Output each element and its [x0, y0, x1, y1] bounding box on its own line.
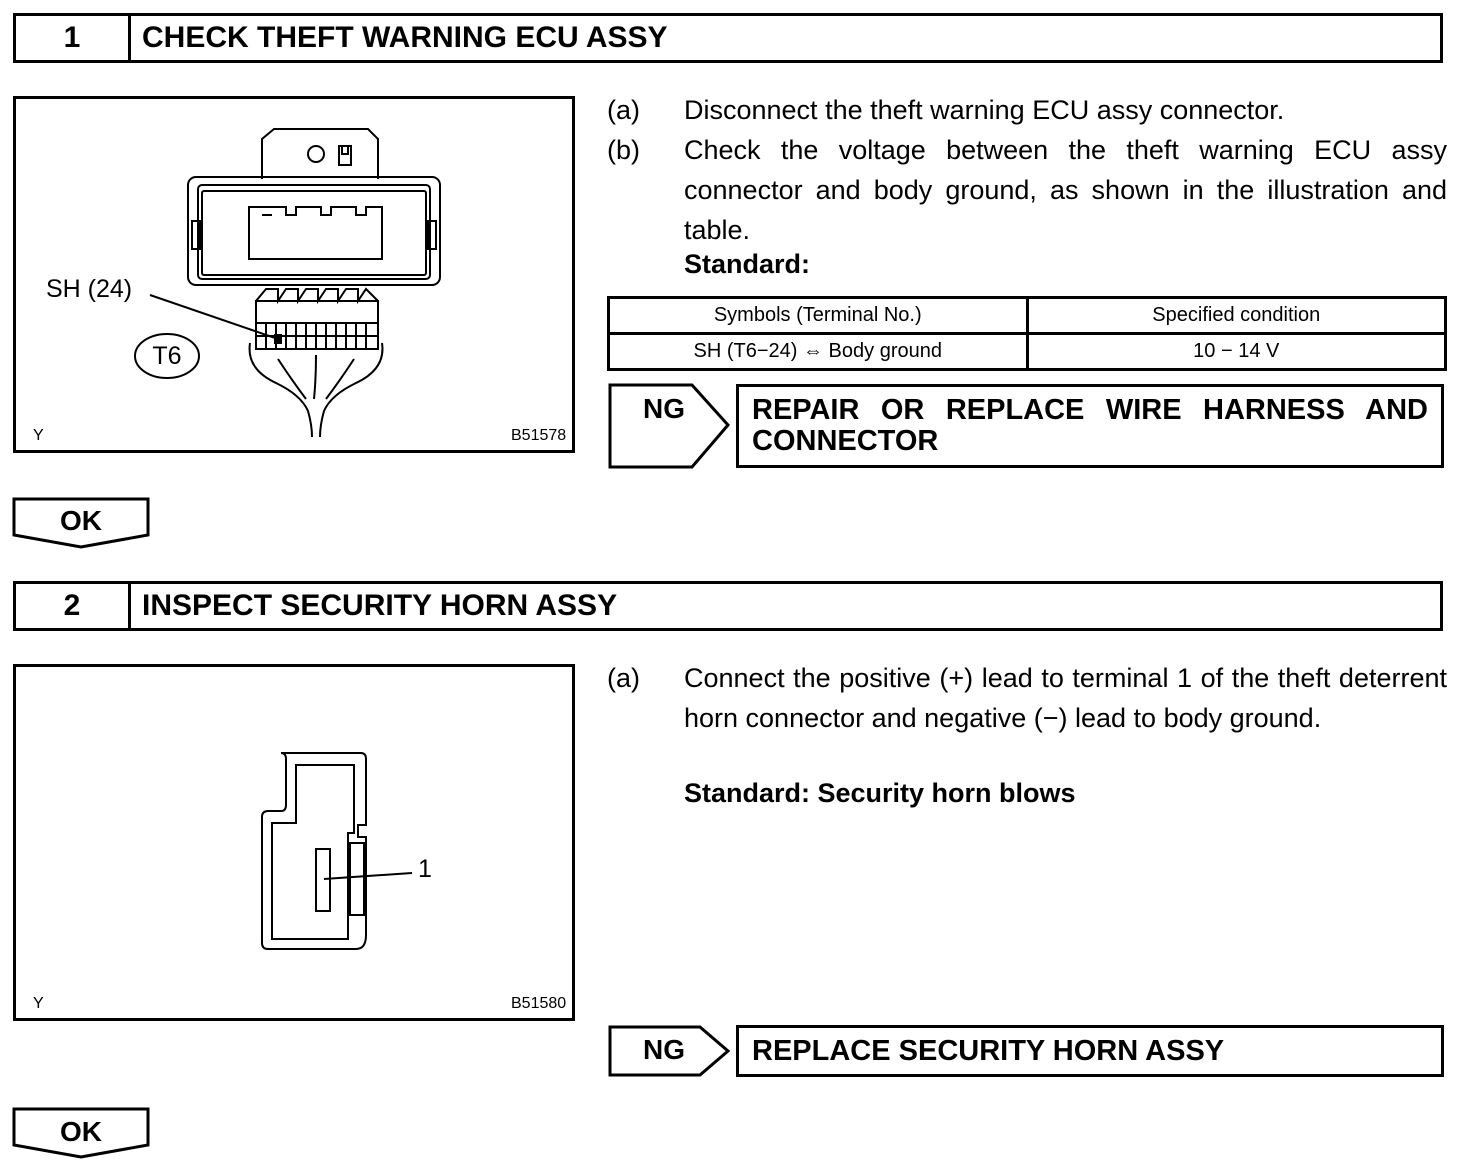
spec-table: Symbols (Terminal No.) Specified conditi… [607, 296, 1447, 371]
step-1-illustration: SH (24) T6 Y B51578 [13, 96, 575, 453]
ok-label: OK [60, 1116, 102, 1147]
connector-label: T6 [152, 342, 182, 370]
ecu-connector-drawing [134, 128, 441, 438]
terminal-label: 1 [418, 855, 432, 883]
step-2-title: INSPECT SECURITY HORN ASSY [142, 589, 618, 622]
table-header-row: Symbols (Terminal No.) Specified conditi… [607, 296, 1447, 335]
ng-action-box: REPLACE SECURITY HORN ASSY [736, 1025, 1444, 1077]
step-2-header: 2 INSPECT SECURITY HORN ASSY [13, 581, 1443, 631]
step-1-number: 1 [16, 16, 131, 60]
ok-arrow-shape [12, 1107, 150, 1159]
horn-connector-drawing [261, 752, 413, 950]
step-1-title: CHECK THEFT WARNING ECU ASSY [142, 21, 668, 54]
instruction-item: (a) Disconnect the theft warning ECU ass… [607, 90, 1447, 130]
table-header: Symbols (Terminal No.) [607, 296, 1029, 335]
figure-code: B51580 [511, 995, 567, 1012]
instruction-text: Check the voltage between the theft warn… [684, 135, 1447, 245]
instruction-text: Disconnect the theft warning ECU assy co… [684, 95, 1285, 125]
instruction-item: (a) Connect the positive (+) lead to ter… [607, 658, 1447, 778]
ng-action-box: REPAIR OR REPLACE WIRE HARNESS AND CONNE… [736, 384, 1444, 468]
step-1-header: 1 CHECK THEFT WARNING ECU ASSY [13, 13, 1443, 63]
figure-code: B51578 [511, 427, 567, 444]
instruction-label: (b) [607, 135, 640, 165]
instruction-item: (b) Check the voltage between the theft … [607, 130, 1447, 250]
table-cell: 10 − 14 V [1025, 332, 1447, 371]
table-row: SH (T6−24) ⇔ Body ground 10 − 14 V [607, 332, 1447, 371]
ng-arrow-shape [608, 1025, 731, 1077]
ok-arrow: OK [12, 497, 152, 556]
table-cell: SH (T6−24) ⇔ Body ground [607, 332, 1029, 371]
ng-arrow: NG [608, 383, 732, 474]
ng-label: NG [643, 1034, 685, 1065]
ok-arrow: OK [12, 1107, 152, 1166]
ok-label: OK [60, 505, 102, 536]
ng-arrow-shape [608, 383, 730, 469]
instruction-label: (a) [607, 95, 640, 125]
ng-arrow: NG [608, 1025, 732, 1082]
instruction-text: Connect the positive (+) lead to termina… [684, 663, 1447, 733]
ok-arrow-shape [12, 497, 150, 549]
step-2-number: 2 [16, 584, 131, 628]
corner-letter: Y [33, 427, 44, 444]
instruction-label: (a) [607, 663, 640, 693]
standard-label: Standard: Security horn blows [684, 778, 1076, 808]
ng-label: NG [643, 393, 685, 424]
callout-label: SH (24) [46, 275, 133, 303]
step-2-illustration: 1 Y B51580 [13, 664, 575, 1021]
table-header: Specified condition [1025, 296, 1447, 335]
corner-letter: Y [33, 995, 44, 1012]
standard-label: Standard: [684, 249, 811, 279]
